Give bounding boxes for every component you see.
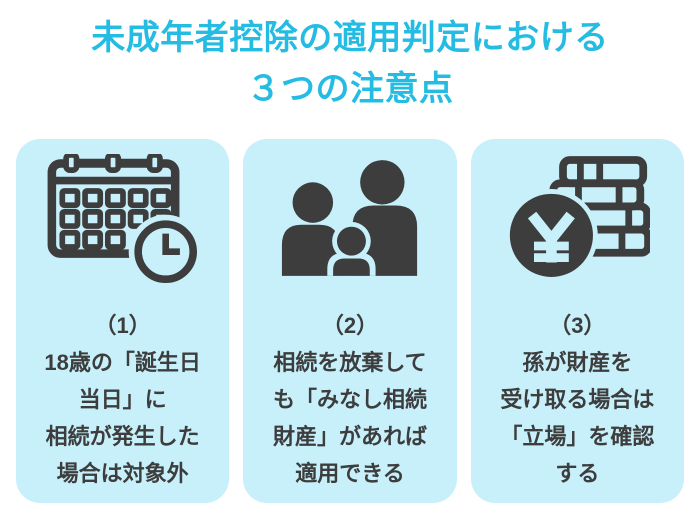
card-icon-wrap <box>504 148 650 288</box>
card-number: （3） <box>549 313 606 338</box>
card-deemed-inheritance: （2） 相続を放棄して も「みなし相続 財産」があれば 適用できる <box>243 139 457 503</box>
card-number: （2） <box>321 313 379 338</box>
card-text: 相続を放棄して も「みなし相続 財産」があれば 適用できる <box>272 350 427 486</box>
card-icon-wrap <box>280 148 420 288</box>
yen-coins-icon <box>504 156 650 282</box>
card-birthday-rule: （1） 18歳の「誕生日 当日」に 相続が発生した 場合は対象外 <box>16 139 230 503</box>
card-text: 孫が財産を 受け取る場合は 「立場」を確認 する <box>500 350 655 486</box>
card-icon-wrap <box>47 148 199 288</box>
card-grandchild-position: （3） 孫が財産を 受け取る場合は 「立場」を確認 する <box>470 139 684 503</box>
card-text: 18歳の「誕生日 当日」に 相続が発生した 場合は対象外 <box>44 350 201 486</box>
family-icon <box>281 160 418 276</box>
page-title: 未成年者控除の適用判定における ３つの注意点 <box>91 19 609 108</box>
card-number: （1） <box>94 313 151 338</box>
cards-row: （1） 18歳の「誕生日 当日」に 相続が発生した 場合は対象外 （2） 相続を… <box>16 139 684 503</box>
calendar-clock-icon <box>47 153 199 283</box>
